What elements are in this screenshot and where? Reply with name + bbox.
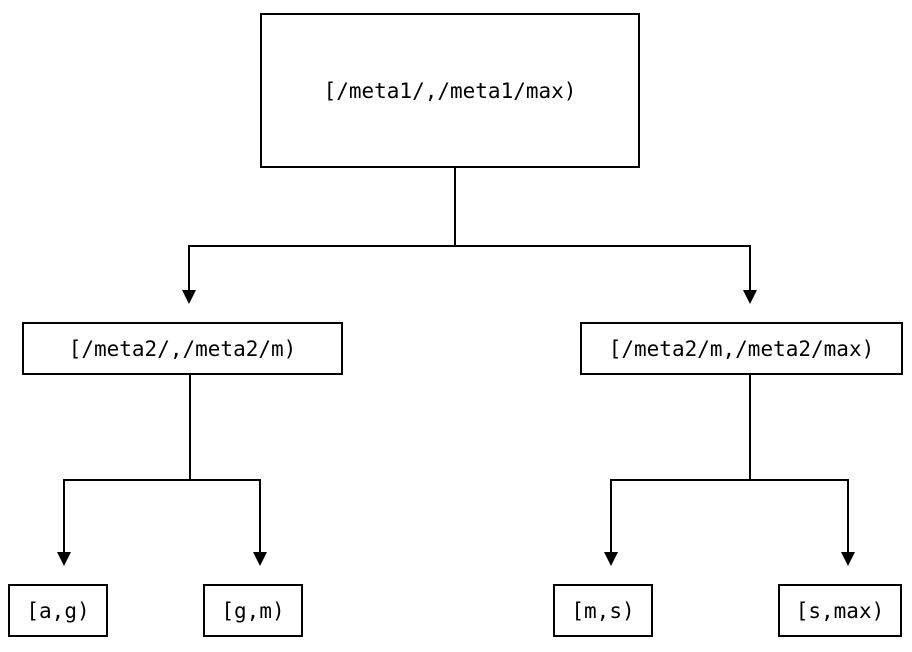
tree-node-leaf-ag-label: [a,g): [26, 598, 90, 623]
arrowhead-to-leaf-ag: [57, 552, 71, 566]
tree-node-leaf-gm: [g,m): [203, 584, 303, 637]
arrowhead-to-mid-right: [743, 290, 757, 304]
arrowhead-to-leaf-ms: [604, 552, 618, 566]
tree-node-leaf-ms-label: [m,s): [571, 598, 635, 623]
tree-node-mid-left: [/meta2/,/meta2/m): [22, 322, 343, 375]
tree-node-leaf-ag: [a,g): [8, 584, 108, 637]
tree-node-leaf-gm-label: [g,m): [221, 598, 285, 623]
tree-node-leaf-smax: [s,max): [778, 584, 902, 637]
tree-node-mid-right: [/meta2/m,/meta2/max): [580, 322, 903, 375]
tree-node-root-label: [/meta1/,/meta1/max): [323, 78, 577, 103]
tree-node-root: [/meta1/,/meta1/max): [260, 13, 640, 168]
arrowhead-to-leaf-smax: [841, 552, 855, 566]
tree-node-mid-right-label: [/meta2/m,/meta2/max): [608, 336, 875, 361]
tree-node-leaf-ms: [m,s): [553, 584, 653, 637]
tree-node-leaf-smax-label: [s,max): [795, 598, 885, 623]
arrowhead-to-mid-left: [182, 290, 196, 304]
arrowhead-to-leaf-gm: [253, 552, 267, 566]
tree-node-mid-left-label: [/meta2/,/meta2/m): [68, 336, 297, 361]
